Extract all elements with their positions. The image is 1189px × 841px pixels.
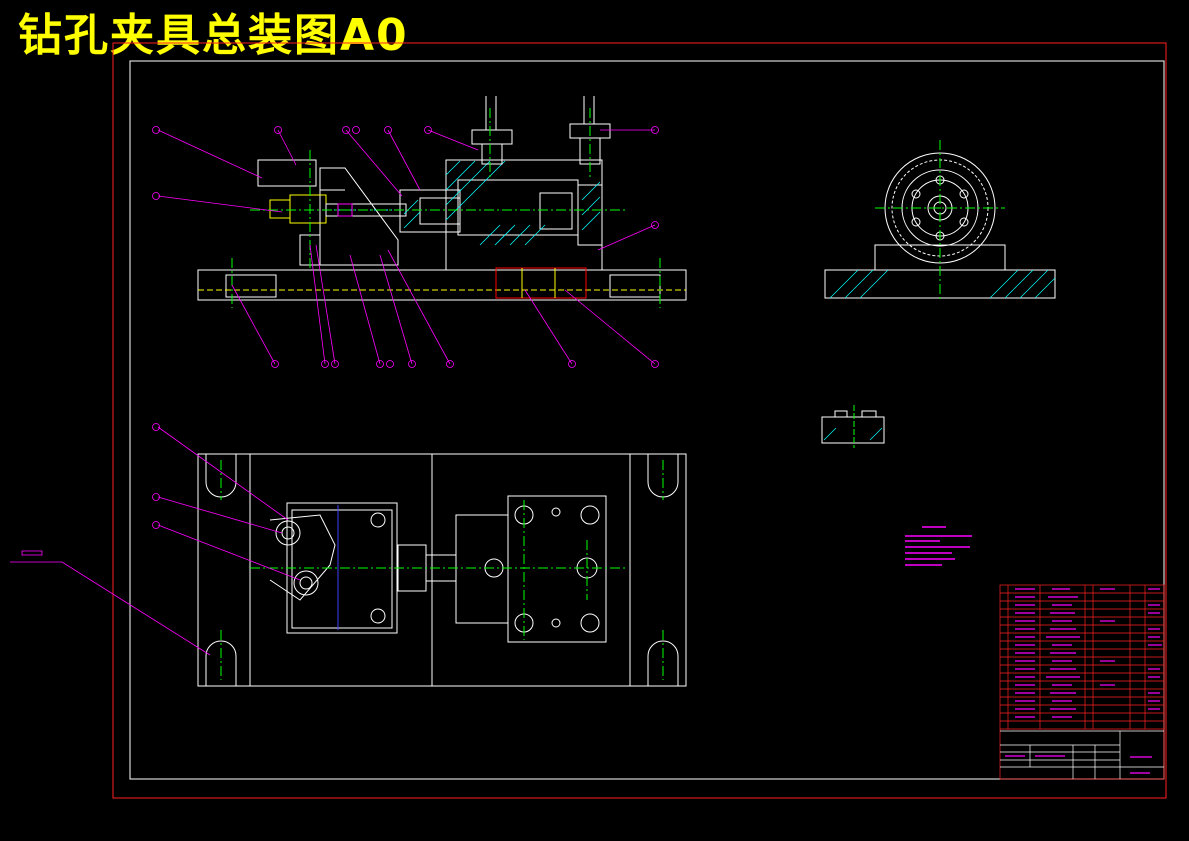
top-view [197, 453, 687, 687]
drawing-title: 钻孔夹具总装图A0 [18, 10, 409, 61]
front-view-leaders [157, 129, 656, 365]
front-view [197, 96, 687, 308]
inner-frame [129, 60, 1165, 780]
detail-view [821, 405, 885, 448]
front-view-balloons [152, 126, 659, 368]
tech-requirements [905, 526, 972, 566]
side-view [824, 140, 1056, 300]
outer-frame [112, 42, 1167, 799]
parts-list-table [999, 584, 1165, 780]
top-view-leaders [10, 423, 301, 656]
